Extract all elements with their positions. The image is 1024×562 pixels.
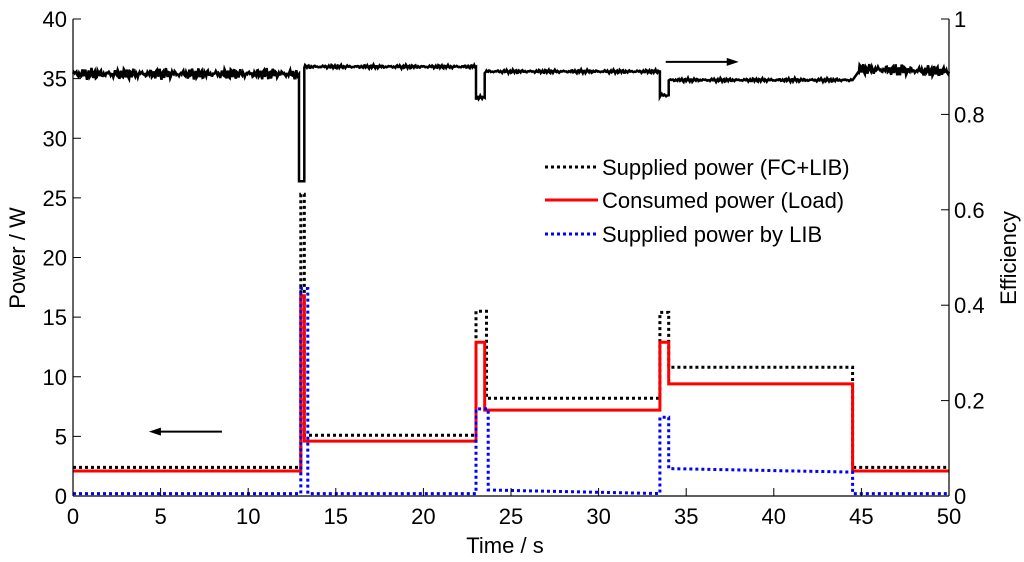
legend-label: Supplied power by LIB (602, 222, 822, 247)
legend-label: Consumed power (Load) (602, 188, 844, 213)
x-tick-label: 25 (499, 504, 523, 529)
arrowhead-icon (726, 57, 739, 66)
y-tick-label: 5 (55, 424, 67, 449)
plot-series (71, 61, 951, 496)
y-tick-label: 25 (43, 186, 67, 211)
y-tick-label: 40 (43, 7, 67, 32)
y-tick-label: 10 (43, 365, 67, 390)
legend-item: Supplied power by LIB (545, 222, 822, 247)
x-tick-label: 35 (674, 504, 698, 529)
legend: Supplied power (FC+LIB) Consumed power (L… (545, 155, 850, 247)
y-tick-label: 0 (55, 484, 67, 509)
legend-item: Supplied power (FC+LIB) (545, 155, 850, 180)
y-tick-label: 15 (43, 305, 67, 330)
x-tick-label: 0 (67, 504, 79, 529)
y2-tick-label: 0 (954, 484, 966, 509)
x-tick-label: 50 (937, 504, 961, 529)
x-tick-label: 30 (586, 504, 610, 529)
legend-label: Supplied power (FC+LIB) (602, 155, 850, 180)
y2-tick-label: 1 (954, 7, 966, 32)
x-tick-label: 45 (849, 504, 873, 529)
y2-tick-label: 0.4 (954, 293, 985, 318)
x-tick-label: 5 (154, 504, 166, 529)
legend-item: Consumed power (Load) (545, 188, 844, 213)
series-supplied-power-fc-lib (73, 192, 949, 469)
series-consumed-power-load (73, 294, 949, 473)
arrowhead-icon (148, 427, 161, 436)
y2-axis-label: Efficiency (996, 211, 1021, 305)
y-tick-label: 35 (43, 67, 67, 92)
y2-tick-label: 0.6 (954, 198, 985, 223)
y2-tick-label: 0.8 (954, 102, 985, 127)
x-tick-label: 10 (236, 504, 260, 529)
x-axis-label: Time / s (466, 533, 543, 558)
y-axis-label: Power / W (5, 207, 30, 309)
x-tick-label: 20 (411, 504, 435, 529)
y-tick-label: 30 (43, 126, 67, 151)
x-tick-label: 40 (762, 504, 786, 529)
y-tick-label: 20 (43, 246, 67, 271)
series-supplied-power-by-lib (73, 287, 949, 496)
y2-tick-label: 0.2 (954, 389, 985, 414)
series-efficiency (71, 61, 951, 183)
x-tick-label: 15 (324, 504, 348, 529)
